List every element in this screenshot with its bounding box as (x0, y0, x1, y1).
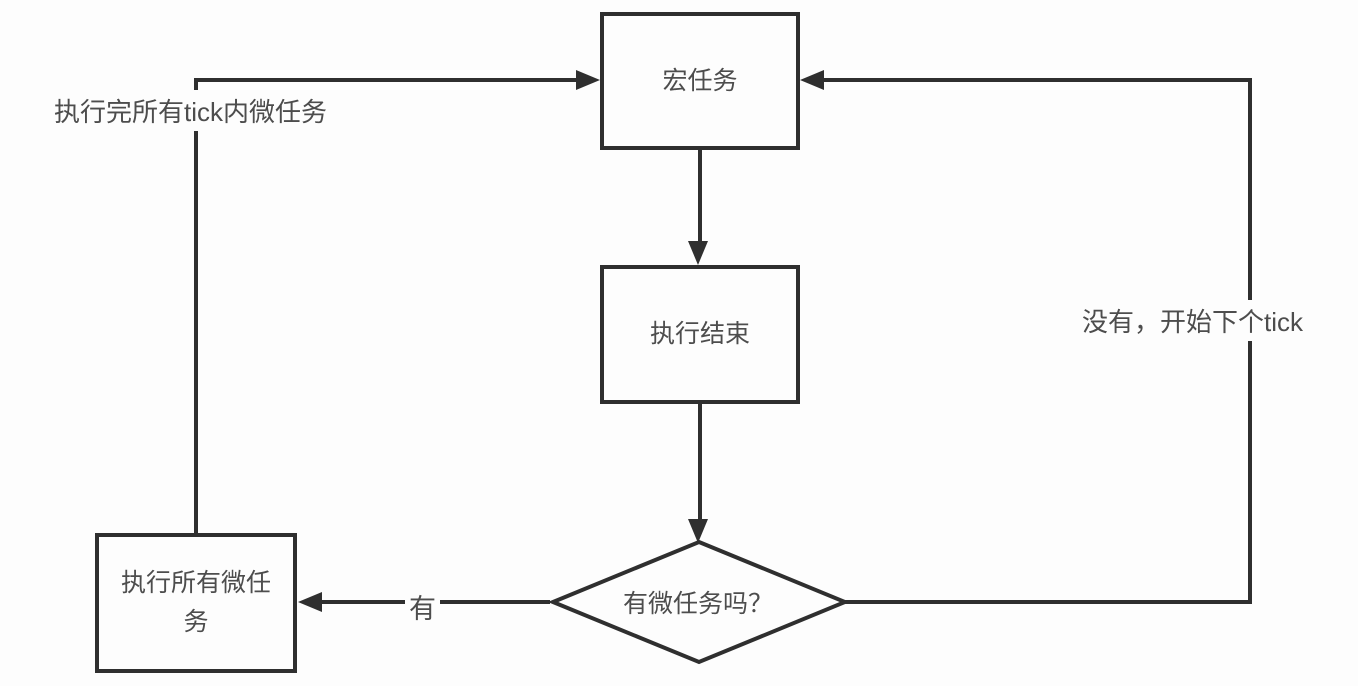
arrowhead-into-macro-task-left (576, 70, 600, 90)
edge-label-yes: 有 (405, 585, 440, 628)
edge-line-right-vertical (1248, 78, 1252, 604)
node-execution-end-label: 执行结束 (649, 320, 750, 349)
node-run-all-microtasks-label: 执行所有微任务 (121, 569, 272, 636)
edge-label-after-all-tick-microtasks: 执行完所有tick内微任务 (50, 90, 332, 131)
edge-line-topleft-horizontal (196, 78, 578, 82)
edge-line-macro-to-end (698, 150, 702, 243)
arrowhead-into-decision (688, 519, 708, 543)
edge-line-bottomright-horizontal (843, 600, 1252, 604)
edge-line-topright-horizontal (820, 78, 1252, 82)
node-decision-diamond-shape (548, 539, 848, 665)
arrowhead-into-execution-end (688, 241, 708, 265)
edge-line-end-to-decision (698, 404, 702, 521)
edge-line-left-vertical (194, 78, 198, 537)
node-decision-diamond: 有微任务吗？ (548, 539, 848, 665)
node-decision-label: 有微任务吗？ (622, 590, 773, 618)
node-execution-end: 执行结束 (600, 265, 800, 404)
node-macro-task-label: 宏任务 (662, 66, 738, 95)
edge-label-no-start-next-tick: 没有，开始下个tick (1078, 300, 1308, 341)
arrowhead-into-run-microtasks (298, 592, 322, 612)
node-run-all-microtasks: 执行所有微任务 (95, 533, 297, 673)
arrowhead-into-macro-task-right (800, 70, 824, 90)
node-macro-task: 宏任务 (600, 12, 800, 150)
